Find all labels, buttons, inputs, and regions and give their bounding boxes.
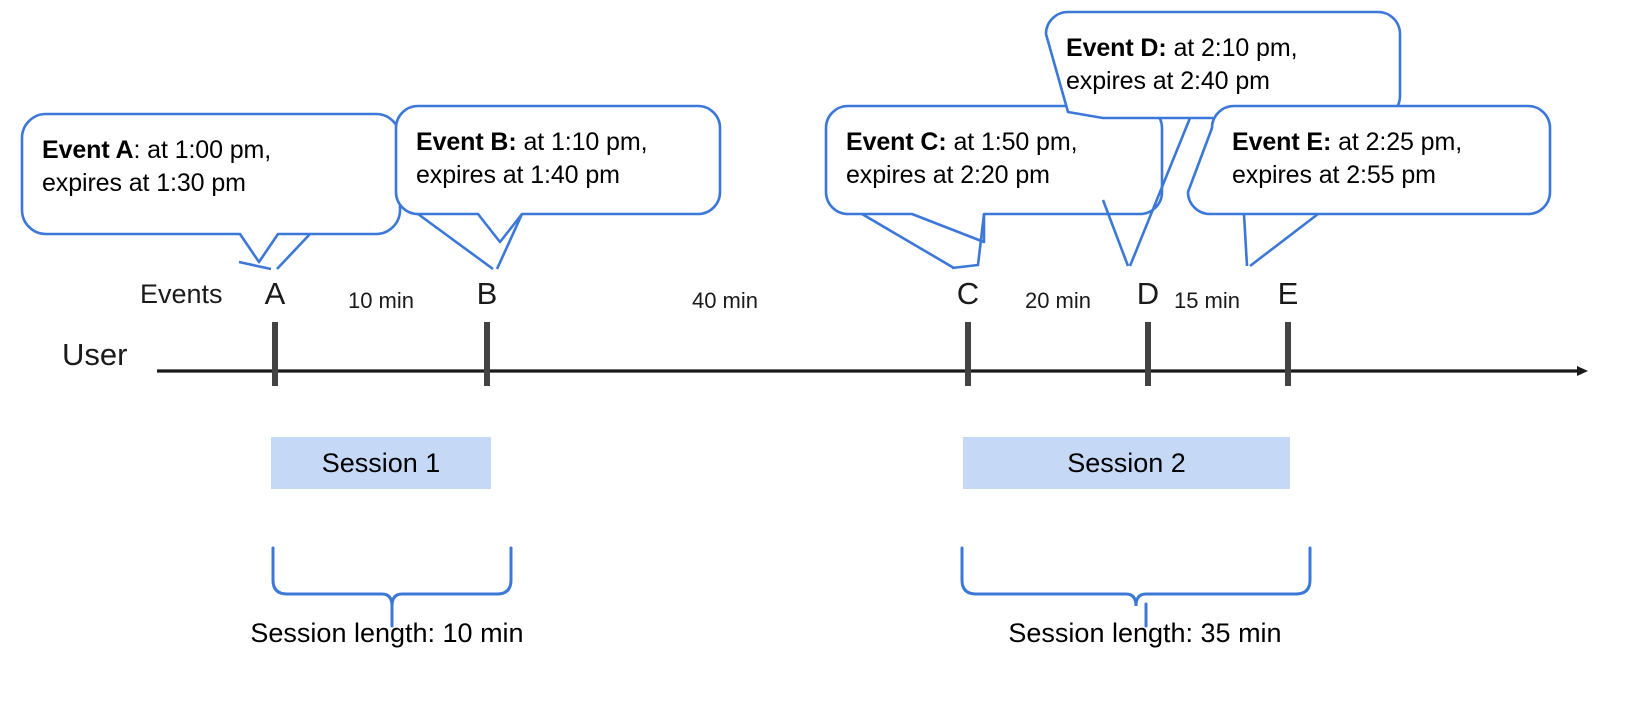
callout-event-c-time: at 1:50 pm, — [946, 128, 1078, 156]
brace-session-2 — [960, 546, 1312, 628]
gap-label-a-b: 10 min — [347, 288, 415, 313]
brace-session-1 — [271, 546, 513, 628]
session-2-length-caption: Session length: 35 min — [1008, 618, 1282, 648]
callout-event-e-title: Event E: — [1232, 128, 1332, 156]
callout-event-e-time: at 2:25 pm, — [1331, 128, 1463, 156]
session-box-2: Session 2 — [963, 437, 1290, 489]
callout-event-c-line2: expires at 2:20 pm — [846, 161, 1050, 189]
callout-event-c: Event C: at 1:50 pm, expires at 2:20 pm — [846, 126, 1078, 192]
callout-event-e-line1: Event E: at 2:25 pm, — [1232, 126, 1462, 159]
gap-label-d-e: 15 min — [1173, 288, 1241, 313]
event-letter-d: D — [1136, 276, 1160, 311]
callout-event-d-time: at 2:10 pm, — [1166, 34, 1298, 62]
callout-event-d-title: Event D: — [1066, 34, 1167, 62]
callout-event-a-time: at 1:00 pm, — [140, 136, 272, 164]
callout-event-b-time: at 1:10 pm, — [516, 128, 648, 156]
callout-event-c-title: Event C: — [846, 128, 947, 156]
callout-event-a-title: Event A — [42, 136, 134, 164]
session-box-2-label: Session 2 — [1067, 447, 1186, 478]
event-letter-b: B — [476, 276, 498, 311]
callout-event-a-line2: expires at 1:30 pm — [42, 169, 246, 197]
callout-event-c-line1: Event C: at 1:50 pm, — [846, 126, 1078, 159]
callout-event-e: Event E: at 2:25 pm, expires at 2:55 pm — [1232, 126, 1462, 192]
session-1-length-caption: Session length: 10 min — [250, 618, 524, 648]
gap-label-b-c: 40 min — [691, 288, 759, 313]
callout-event-b-line1: Event B: at 1:10 pm, — [416, 126, 648, 159]
event-letter-e: E — [1277, 276, 1299, 311]
callout-event-d-line1: Event D: at 2:10 pm, — [1066, 32, 1298, 65]
event-letter-c: C — [956, 276, 980, 311]
callout-event-b-line2: expires at 1:40 pm — [416, 161, 620, 189]
callout-event-e-line2: expires at 2:55 pm — [1232, 161, 1436, 189]
session-box-1-label: Session 1 — [321, 447, 441, 478]
events-label: Events — [140, 279, 223, 309]
gap-label-c-d: 20 min — [1024, 288, 1092, 313]
callout-event-d: Event D: at 2:10 pm, expires at 2:40 pm — [1066, 32, 1298, 98]
callout-event-a: Event A: at 1:00 pm, expires at 1:30 pm — [42, 134, 271, 200]
callout-event-a-sep: : — [133, 136, 141, 164]
callout-event-b: Event B: at 1:10 pm, expires at 1:40 pm — [416, 126, 648, 192]
event-letter-a: A — [264, 276, 286, 311]
callout-event-a-line1: Event A: at 1:00 pm, — [42, 134, 271, 167]
axis-row-label-user: User — [62, 337, 128, 372]
session-box-1: Session 1 — [271, 437, 491, 489]
callout-event-d-line2: expires at 2:40 pm — [1066, 67, 1270, 95]
callout-event-b-title: Event B: — [416, 128, 517, 156]
